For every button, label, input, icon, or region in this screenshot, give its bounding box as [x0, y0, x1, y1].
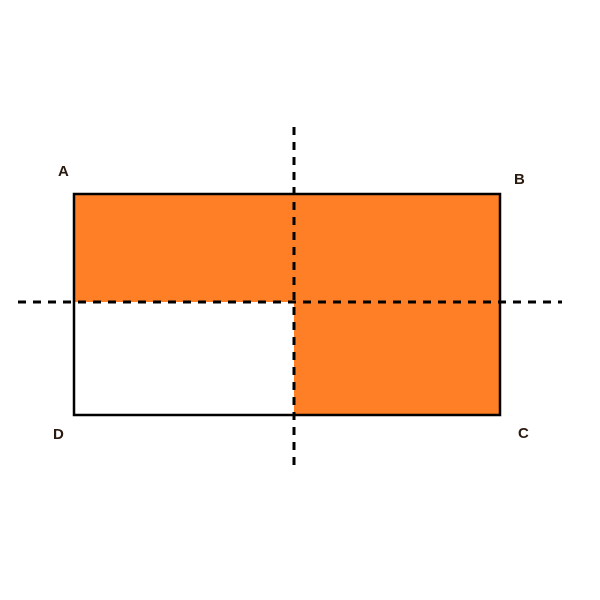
vertex-label-b: B	[514, 171, 525, 188]
shaded-part-top-left	[74, 194, 294, 302]
vertex-label-a: A	[58, 163, 69, 180]
shaded-part-top-right	[294, 194, 500, 302]
vertex-label-d: D	[53, 426, 64, 443]
unshaded-part-bottom-left	[74, 302, 294, 415]
vertex-label-c: C	[518, 425, 529, 442]
shaded-part-bottom-right	[294, 302, 500, 415]
rectangle-outline	[72, 192, 502, 417]
